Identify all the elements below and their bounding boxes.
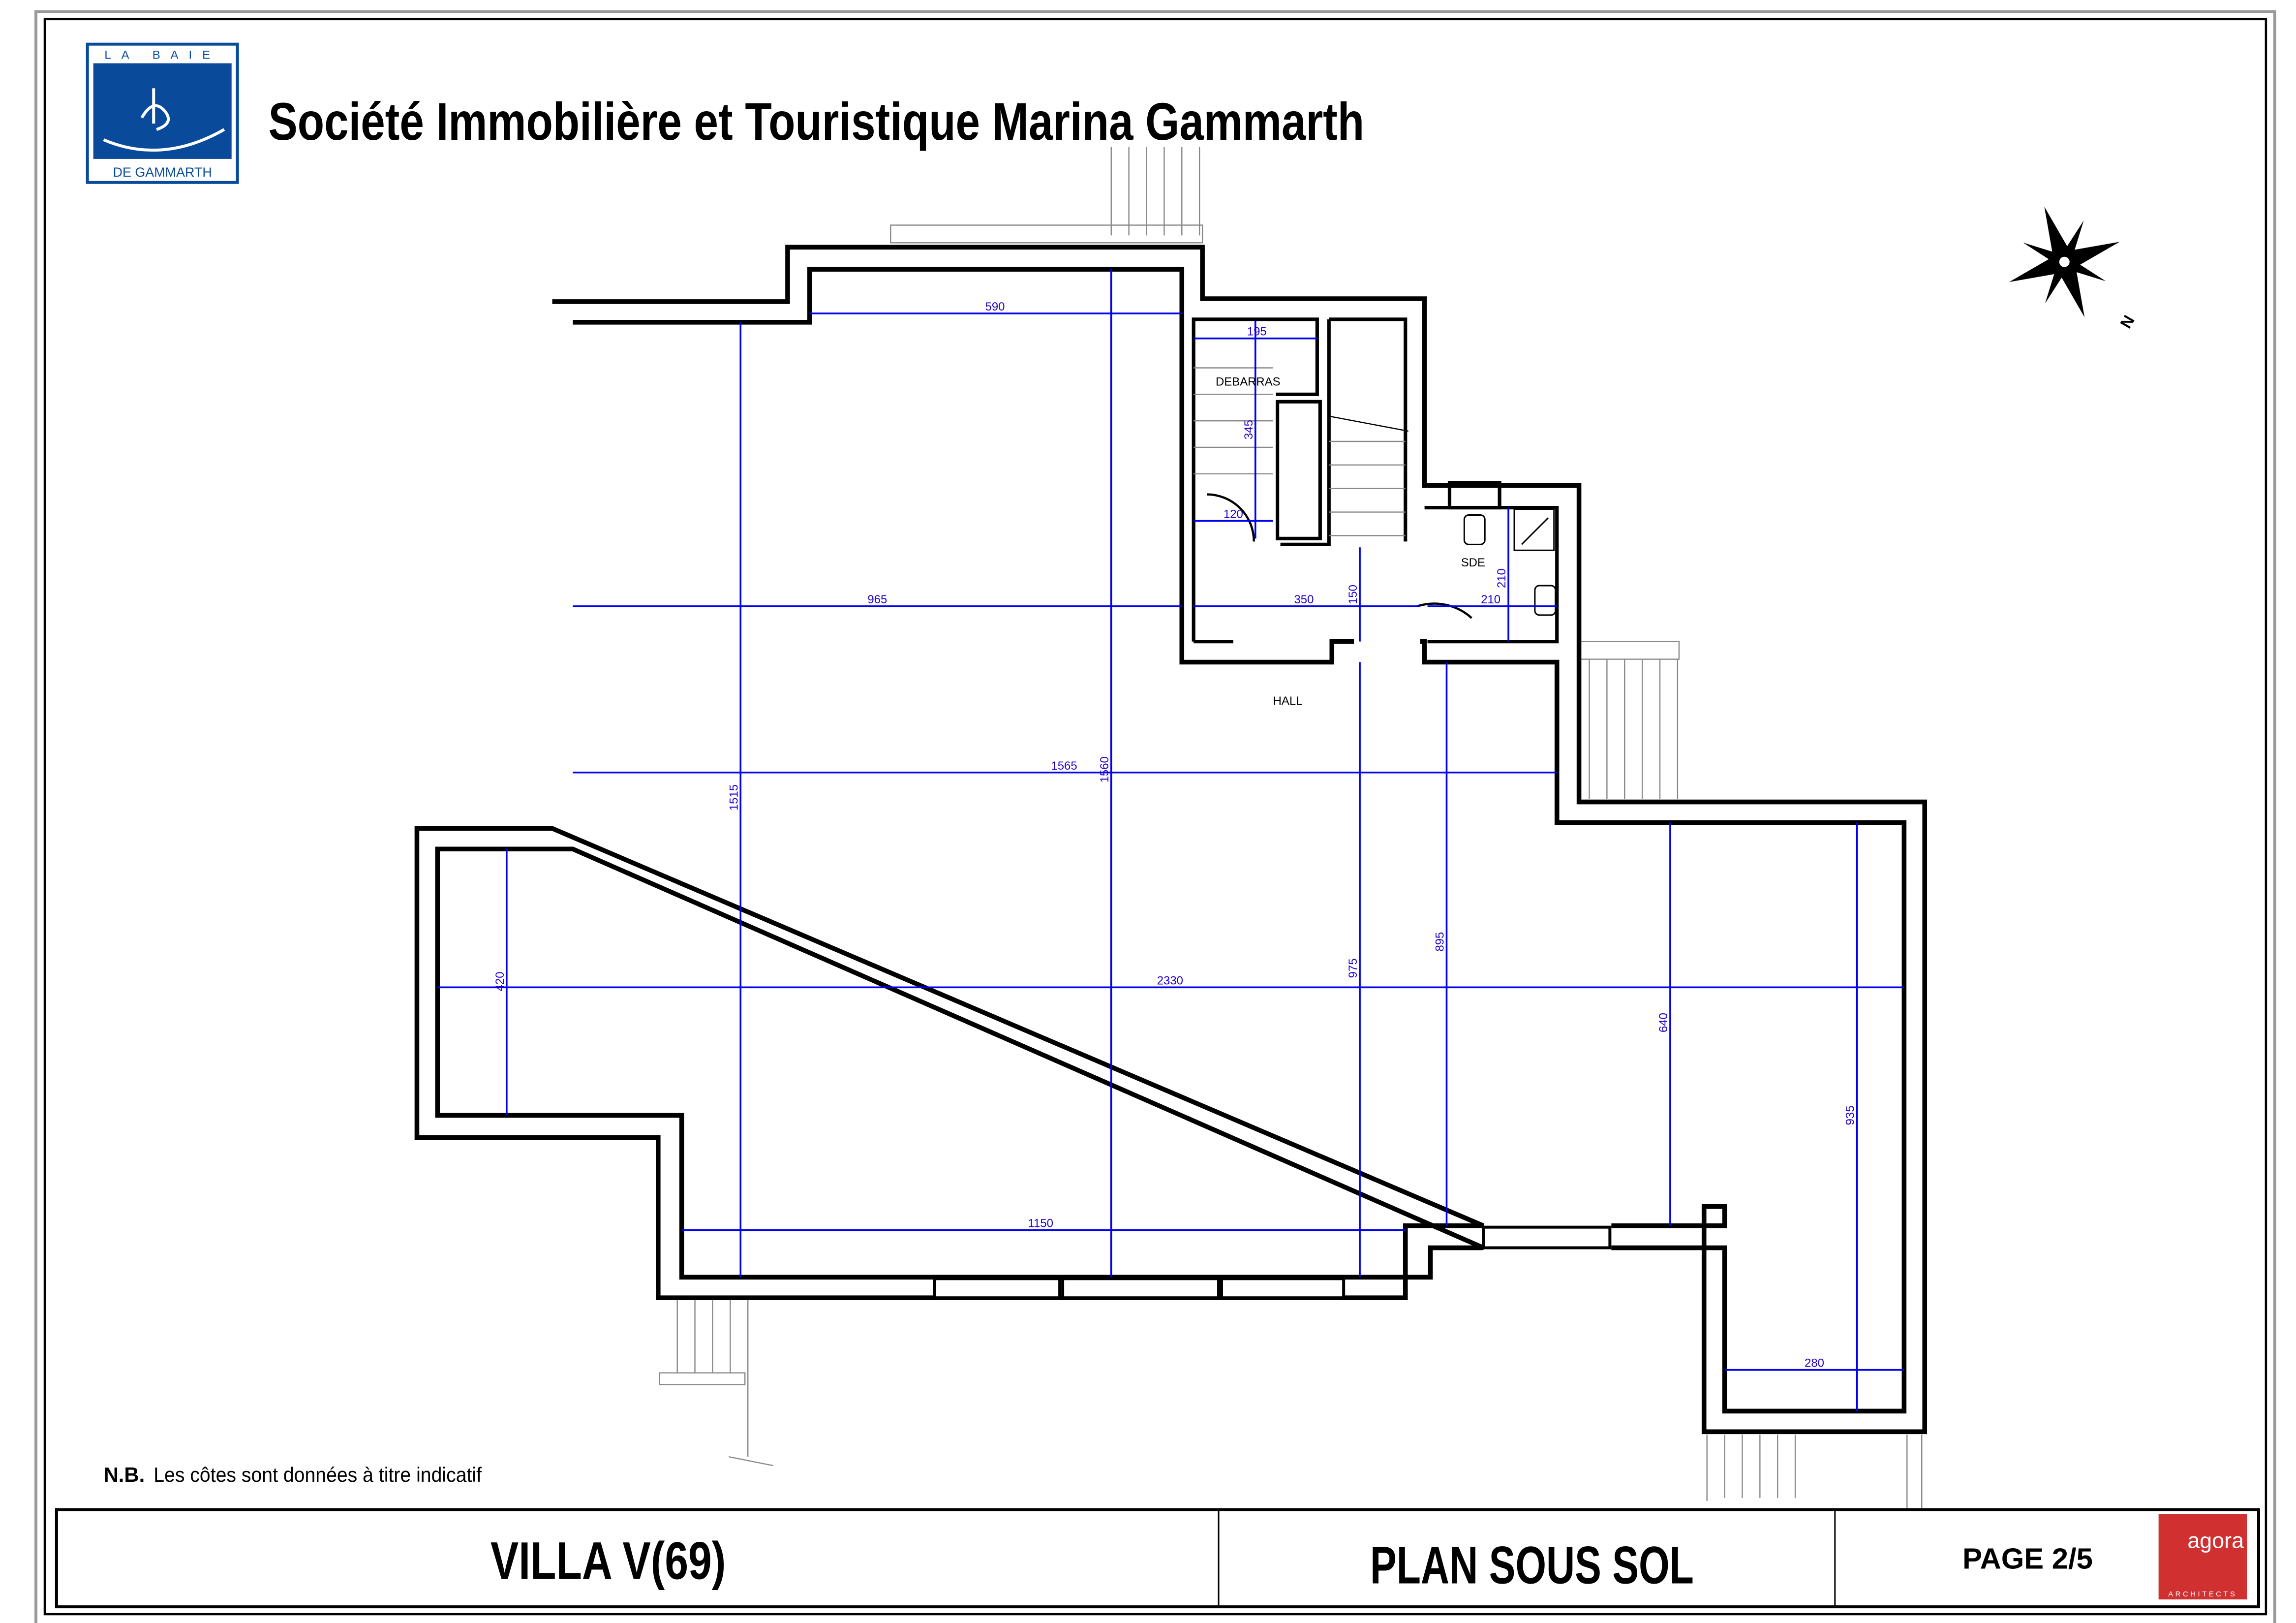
svg-text:agora: agora (2187, 1528, 2244, 1553)
dim-280: 280 (1805, 1357, 1824, 1370)
villa-title: VILLA V(69) (490, 1531, 726, 1590)
dim-345: 345 (1242, 420, 1255, 439)
dim-195: 195 (1247, 325, 1267, 339)
title-block: VILLA V(69) PLAN SOUS SOL PAGE 2/5 agora… (55, 1508, 2260, 1609)
sheet-outer-border (34, 10, 2276, 1623)
dim-1560: 1560 (1098, 756, 1111, 782)
dim-640: 640 (1657, 1013, 1670, 1032)
dim-120: 120 (1224, 507, 1243, 521)
dim-210-v: 210 (1495, 568, 1508, 588)
dim-935: 935 (1844, 1105, 1857, 1125)
dim-590: 590 (985, 300, 1005, 313)
agora-architects-logo: agora ARCHITECTS (2158, 1514, 2247, 1600)
plan-title: PLAN SOUS SOL (1370, 1535, 1694, 1594)
svg-text:LA BAIE: LA BAIE (104, 49, 220, 62)
compass-rose-icon (2009, 206, 2120, 317)
dim-1515: 1515 (727, 784, 740, 811)
dim-1565: 1565 (1051, 759, 1077, 773)
note-prefix: N.B. (104, 1463, 145, 1486)
note-text: Les côtes sont données à titre indicatif (153, 1463, 482, 1486)
la-baie-logo: LA BAIE DE GAMMARTH (86, 42, 239, 184)
dimension-lines (437, 269, 1904, 1411)
svg-text:ARCHITECTS: ARCHITECTS (2168, 1590, 2237, 1598)
page-number: PAGE 2/5 (1962, 1542, 2093, 1575)
sheet-border (43, 18, 2267, 1616)
dim-895: 895 (1433, 932, 1446, 952)
outer-wall (414, 245, 1928, 1435)
dim-150: 150 (1347, 585, 1360, 604)
dim-975: 975 (1347, 958, 1360, 978)
company-title: Société Immobilière et Touristique Marin… (268, 92, 1364, 151)
stair-core-walls (1192, 317, 1559, 644)
stair-treads (1194, 367, 1408, 536)
svg-text:DE GAMMARTH: DE GAMMARTH (113, 165, 212, 180)
dimension-labels: 590 965 350 210 1565 2330 1150 280 195 1… (493, 300, 1857, 1370)
windows (933, 1225, 1612, 1300)
room-label-hall: HALL (1273, 694, 1303, 708)
dim-965: 965 (867, 593, 887, 606)
room-label-sde: SDE (1461, 556, 1485, 569)
north-label: N (2116, 312, 2138, 331)
dim-210-h: 210 (1481, 593, 1500, 606)
exterior-steps (659, 147, 1923, 1508)
dim-420: 420 (493, 971, 507, 991)
dim-1150: 1150 (1028, 1217, 1053, 1230)
dim-2330: 2330 (1157, 974, 1183, 987)
sde-fixtures (1207, 493, 1557, 619)
dim-350: 350 (1294, 593, 1314, 606)
room-label-debarras: DEBARRAS (1216, 375, 1281, 388)
